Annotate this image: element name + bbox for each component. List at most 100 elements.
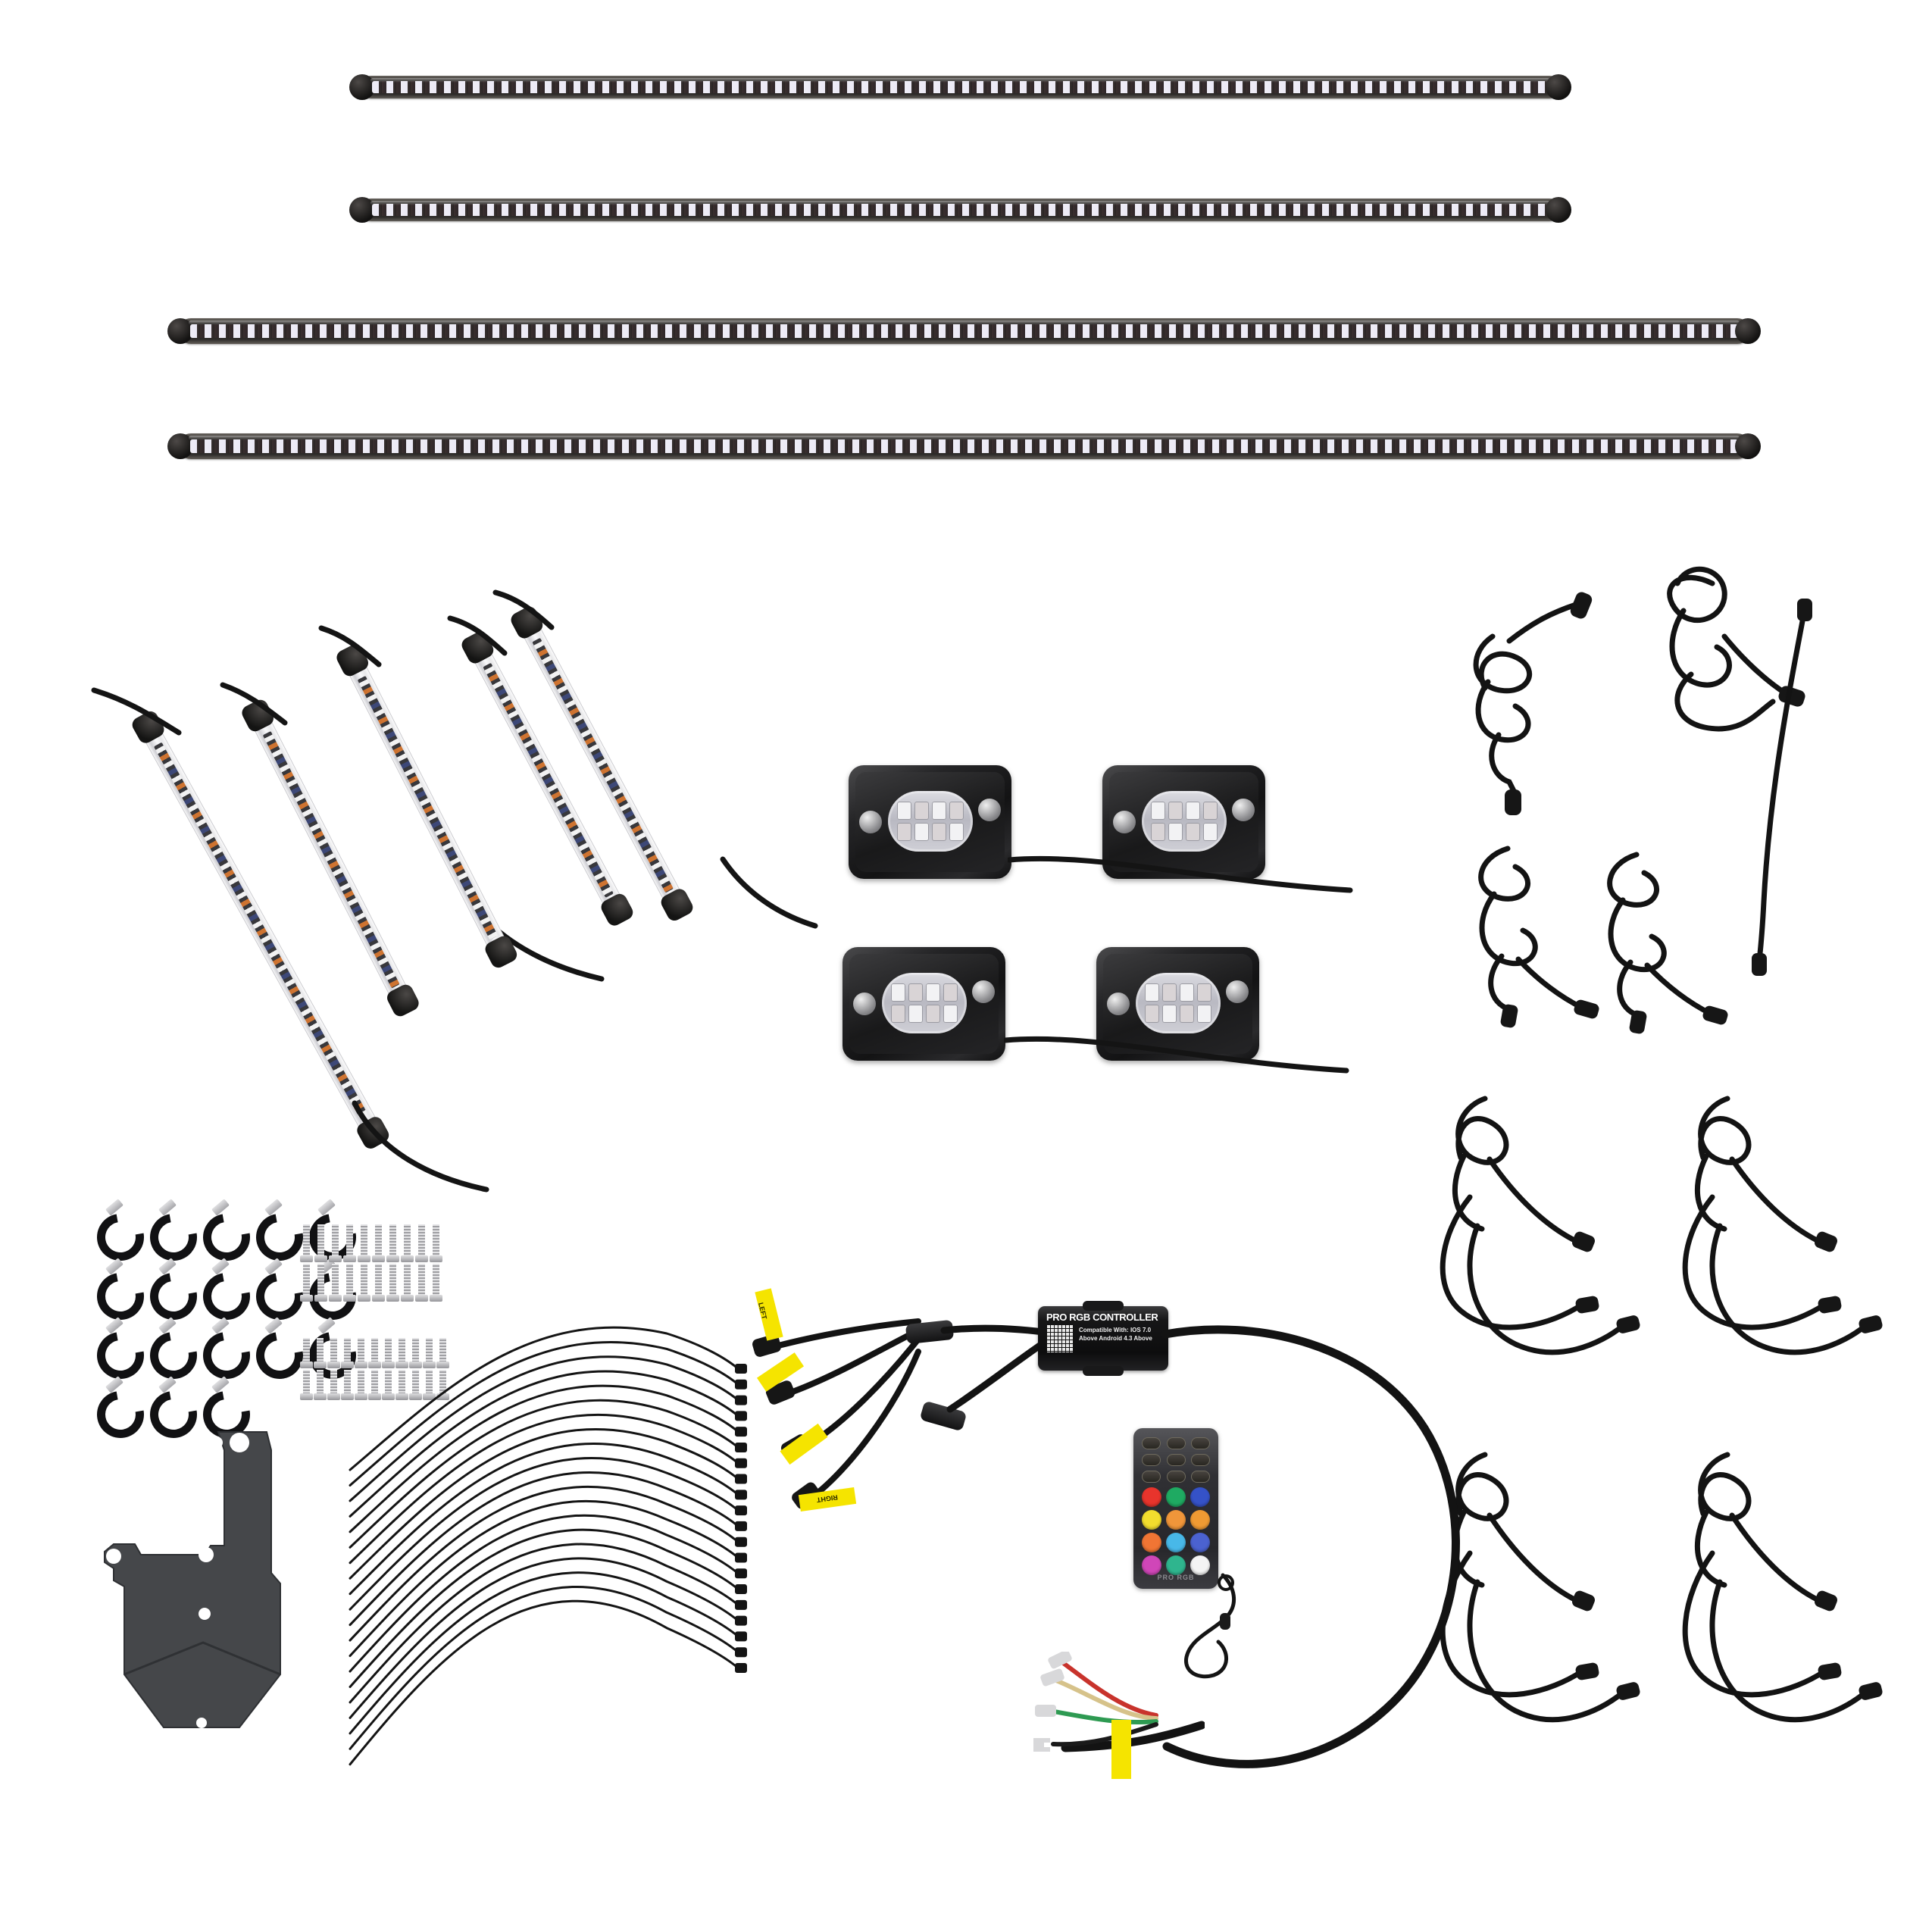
remote-function-button[interactable] — [1166, 1471, 1186, 1483]
screw — [329, 1263, 342, 1302]
screw — [358, 1224, 370, 1262]
remote-function-button[interactable] — [1166, 1437, 1186, 1449]
remote-color-button-6[interactable] — [1190, 1510, 1210, 1530]
remote-function-button[interactable] — [1191, 1471, 1210, 1483]
zip-tie-head — [735, 1474, 747, 1484]
cable-clamp — [140, 1199, 207, 1271]
cable-clamp — [87, 1376, 154, 1448]
remote-color-button-11[interactable] — [1166, 1555, 1186, 1575]
screw — [327, 1337, 340, 1368]
screw-shaft — [412, 1370, 419, 1394]
remote-color-grid[interactable] — [1142, 1487, 1210, 1575]
screw-head — [341, 1393, 354, 1400]
remote-function-button[interactable] — [1142, 1471, 1161, 1483]
splitter-harness — [1682, 1452, 1883, 1723]
remote-function-button[interactable] — [1166, 1454, 1186, 1466]
cable-clamp — [193, 1376, 260, 1448]
zip-tie-head — [735, 1458, 747, 1468]
screw-head — [423, 1361, 436, 1368]
remote-color-button-9[interactable] — [1190, 1533, 1210, 1552]
led-strip — [167, 318, 1761, 344]
remote-function-button[interactable] — [1142, 1437, 1161, 1449]
screw — [382, 1369, 395, 1400]
rock-light — [843, 947, 1005, 1061]
screw-shaft — [426, 1370, 433, 1394]
screw — [430, 1224, 442, 1262]
remote-function-row[interactable] — [1142, 1437, 1210, 1449]
remote-function-row[interactable] — [1142, 1454, 1210, 1466]
screw — [386, 1224, 399, 1262]
zip-tie — [349, 1413, 741, 1565]
extension-cable-straight — [1752, 599, 1812, 976]
zip-tie-head — [735, 1427, 747, 1437]
screw-shaft — [332, 1264, 339, 1296]
remote-color-button-10[interactable] — [1142, 1555, 1161, 1575]
controller-compatibility: Compatible With: IOS 7.0 Above Android 4… — [1079, 1326, 1168, 1343]
screw-head — [386, 1295, 399, 1302]
screw-shaft — [404, 1264, 411, 1296]
zip-tie — [349, 1443, 741, 1596]
screw-head — [409, 1361, 422, 1368]
remote-function-row[interactable] — [1142, 1471, 1210, 1483]
remote-function-button[interactable] — [1191, 1454, 1210, 1466]
screw-head — [409, 1393, 422, 1400]
screw-shaft — [412, 1338, 419, 1362]
zip-tie-head — [735, 1521, 747, 1531]
remote-color-button-2[interactable] — [1166, 1487, 1186, 1507]
strip-leds — [190, 439, 1738, 453]
screw-head — [341, 1361, 354, 1368]
rock-light-screw — [972, 980, 995, 1003]
screw-head — [368, 1393, 381, 1400]
controller-mount-ear — [1083, 1301, 1124, 1311]
screw-head — [314, 1393, 327, 1400]
rgb-remote[interactable]: PRO RGB — [1133, 1428, 1218, 1589]
zip-tie-head — [735, 1584, 747, 1595]
screw — [382, 1337, 395, 1368]
screw-head — [436, 1361, 449, 1368]
screw-shaft — [346, 1224, 353, 1256]
remote-color-button-5[interactable] — [1166, 1510, 1186, 1530]
remote-color-button-7[interactable] — [1142, 1533, 1161, 1552]
remote-function-button[interactable] — [1142, 1454, 1161, 1466]
screw-shaft — [375, 1224, 382, 1256]
screw — [423, 1369, 436, 1400]
strip-gloss — [370, 201, 1550, 205]
screw-shaft — [371, 1338, 378, 1362]
zip-tie — [349, 1326, 741, 1471]
remote-color-button-12[interactable] — [1190, 1555, 1210, 1575]
remote-color-button-3[interactable] — [1190, 1487, 1210, 1507]
screw — [355, 1369, 367, 1400]
screw — [300, 1369, 313, 1400]
screw-shaft — [371, 1370, 378, 1394]
cable-clamp — [140, 1376, 207, 1448]
screw-shaft — [361, 1224, 367, 1256]
remote-color-button-8[interactable] — [1166, 1533, 1186, 1552]
zip-tie — [349, 1557, 741, 1719]
screw — [415, 1263, 428, 1302]
screw-shaft — [317, 1370, 324, 1394]
remote-color-button-4[interactable] — [1142, 1510, 1161, 1530]
rock-light-screw — [1107, 993, 1130, 1015]
strip-end-cap — [349, 197, 375, 223]
extension-cable — [1667, 566, 1805, 732]
rock-light-lens — [1136, 973, 1221, 1033]
strip-leds — [372, 204, 1549, 216]
splitter-harness — [1440, 1096, 1640, 1355]
rock-light-lens — [882, 973, 967, 1033]
rgb-controller[interactable]: PRO RGB CONTROLLER Compatible With: IOS … — [1038, 1301, 1168, 1376]
screw — [395, 1337, 408, 1368]
screw-shaft — [332, 1224, 339, 1256]
screw-head — [300, 1255, 313, 1262]
strip-leds — [190, 324, 1738, 338]
screw — [368, 1337, 381, 1368]
remote-function-button[interactable] — [1191, 1437, 1210, 1449]
zip-tie — [349, 1528, 741, 1688]
screw-shaft — [399, 1338, 405, 1362]
screw — [355, 1337, 367, 1368]
screw-shaft — [317, 1224, 324, 1256]
screw-head — [415, 1255, 428, 1262]
zip-tie — [349, 1471, 741, 1627]
remote-color-button-1[interactable] — [1142, 1487, 1161, 1507]
screw-head — [327, 1361, 340, 1368]
screw — [300, 1224, 313, 1262]
